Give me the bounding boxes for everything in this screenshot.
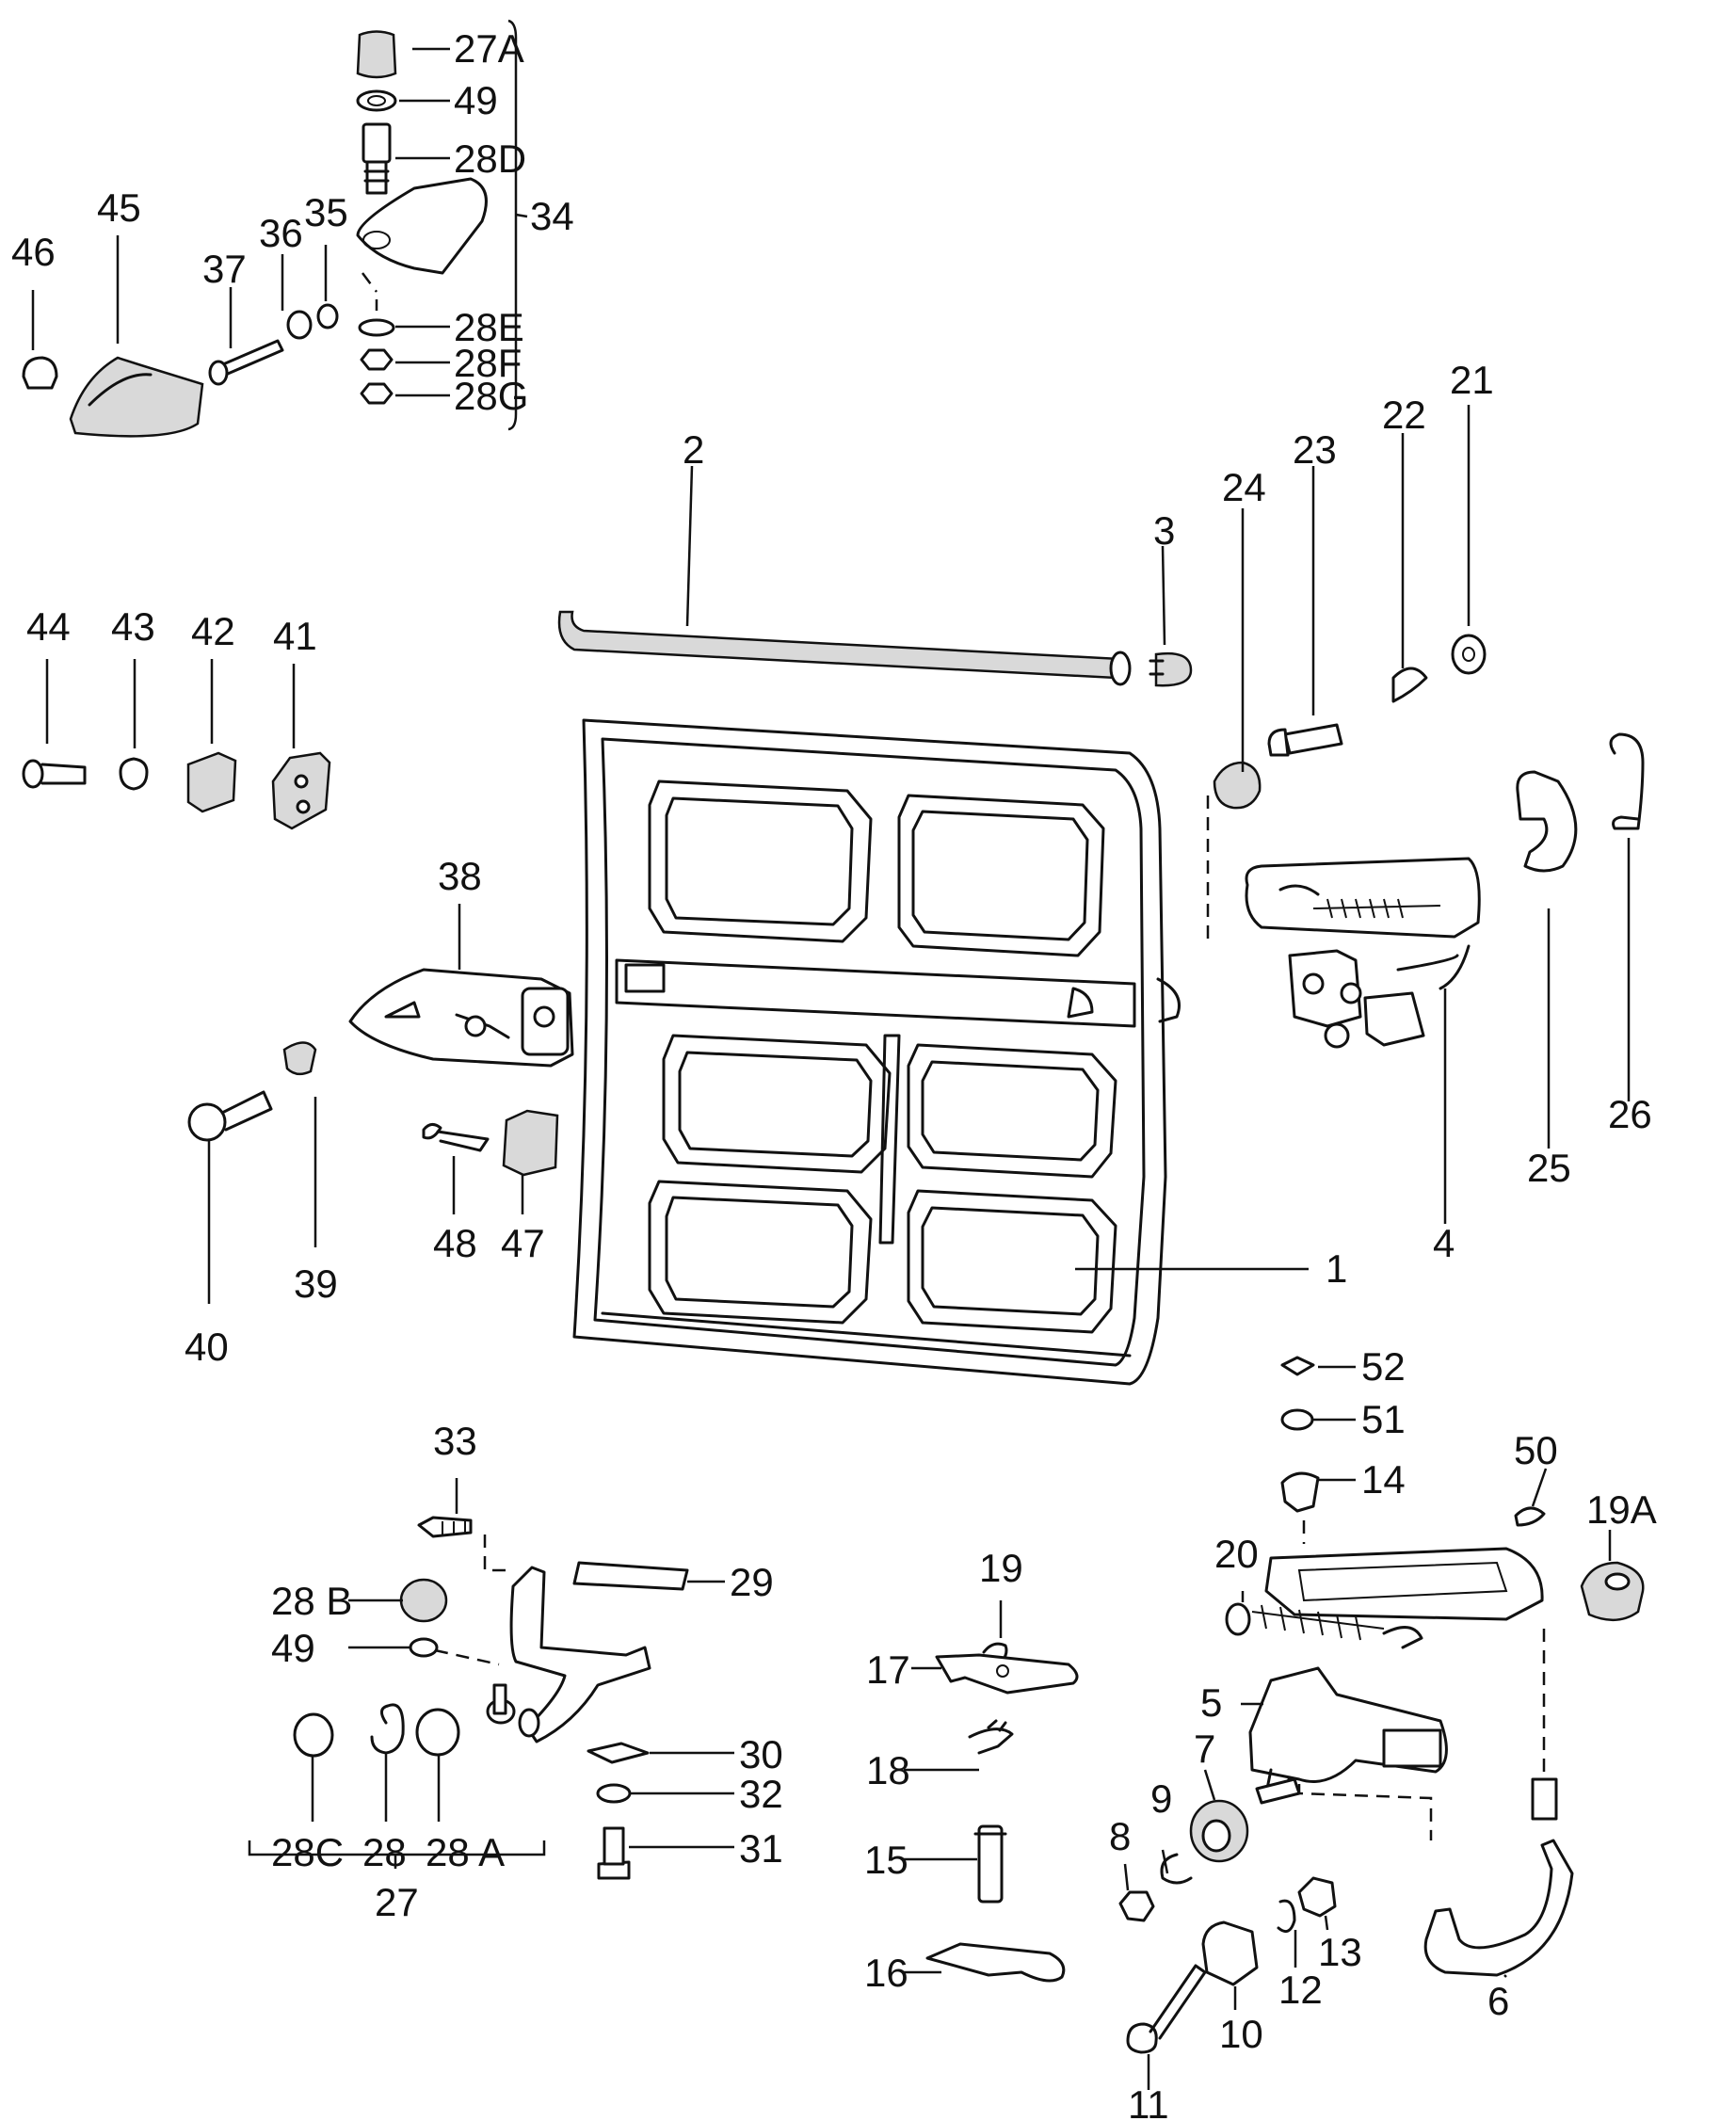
label-part-40: 40 — [185, 1325, 229, 1369]
label-part-3: 3 — [1153, 508, 1175, 553]
guide-bracket-assembly — [248, 1516, 689, 1880]
label-part-11: 11 — [1128, 2082, 1169, 2121]
label-part-43: 43 — [111, 604, 155, 649]
label-part-42: 42 — [191, 609, 235, 653]
small-fastener-set — [22, 751, 331, 830]
label-part-46: 46 — [11, 230, 56, 274]
label-part-36: 36 — [259, 211, 303, 255]
label-part-44: 44 — [26, 604, 71, 649]
label-part-4: 4 — [1433, 1221, 1455, 1265]
label-part-19: 19 — [979, 1546, 1023, 1590]
label-part-37: 37 — [202, 247, 247, 291]
label-part-38: 38 — [438, 854, 482, 898]
label-part-21: 21 — [1450, 358, 1494, 402]
label-part-28: 28 — [362, 1830, 407, 1874]
label-part-7: 7 — [1194, 1727, 1215, 1771]
hinge-assembly — [1206, 634, 1645, 1049]
label-part-12: 12 — [1278, 1968, 1323, 2012]
label-part-18: 18 — [866, 1748, 910, 1792]
label-part-29: 29 — [730, 1560, 774, 1604]
label-part-9: 9 — [1150, 1776, 1172, 1821]
label-part-28b: 28 B — [271, 1579, 352, 1623]
label-part-26: 26 — [1608, 1092, 1652, 1136]
label-part-50: 50 — [1514, 1428, 1558, 1472]
label-part-13: 13 — [1318, 1930, 1362, 1974]
label-part-33: 33 — [433, 1419, 477, 1463]
label-part-28e: 28E — [454, 305, 524, 349]
label-part-28g: 28G — [454, 374, 528, 418]
label-part-28f: 28F — [454, 341, 522, 385]
leader-lines — [31, 47, 1631, 2090]
label-part-27: 27 — [375, 1880, 419, 1924]
label-part-31: 31 — [739, 1826, 783, 1871]
label-part-49b: 49 — [271, 1626, 315, 1670]
label-part-2: 2 — [683, 427, 704, 472]
label-part-24: 24 — [1222, 465, 1266, 509]
label-part-19a: 19A — [1586, 1487, 1657, 1532]
label-part-15: 15 — [864, 1838, 908, 1882]
label-part-39: 39 — [294, 1261, 338, 1306]
striker-assembly — [22, 19, 528, 438]
label-part-34: 34 — [530, 194, 574, 238]
label-part-28c: 28C — [271, 1830, 344, 1874]
label-part-17: 17 — [866, 1647, 910, 1692]
label-part-16: 16 — [864, 1951, 908, 1995]
clip-part — [1149, 651, 1193, 687]
door-panel — [572, 718, 1181, 1386]
label-part-25: 25 — [1527, 1146, 1571, 1190]
label-part-10: 10 — [1219, 2012, 1263, 2056]
label-part-20: 20 — [1214, 1532, 1259, 1576]
label-part-52: 52 — [1361, 1344, 1406, 1389]
label-part-47: 47 — [501, 1221, 545, 1265]
part-labels: 27A 49 28D 34 28E 28F 28G 35 36 37 45 46… — [11, 26, 1657, 2121]
label-part-6: 6 — [1487, 1979, 1509, 2023]
label-part-28d: 28D — [454, 137, 526, 181]
label-part-48: 48 — [433, 1221, 477, 1265]
label-part-32: 32 — [739, 1772, 783, 1816]
label-part-5: 5 — [1200, 1680, 1222, 1725]
handle-mechanism — [1118, 1356, 1645, 2054]
label-part-35: 35 — [304, 190, 348, 234]
label-part-30: 30 — [739, 1732, 783, 1776]
label-part-28a: 28 A — [426, 1830, 505, 1874]
label-part-27a: 27A — [454, 26, 524, 71]
label-part-45: 45 — [97, 185, 141, 230]
lock-housing — [187, 968, 574, 1177]
top-rail-strip — [557, 610, 1132, 686]
label-part-8: 8 — [1109, 1814, 1131, 1858]
label-part-51: 51 — [1361, 1397, 1406, 1441]
label-part-22: 22 — [1382, 393, 1426, 437]
label-part-49: 49 — [454, 78, 498, 122]
lever-set — [925, 1642, 1079, 1983]
label-part-23: 23 — [1293, 427, 1337, 472]
label-part-41: 41 — [273, 614, 317, 658]
label-part-14: 14 — [1361, 1457, 1406, 1502]
label-part-1: 1 — [1326, 1246, 1347, 1291]
